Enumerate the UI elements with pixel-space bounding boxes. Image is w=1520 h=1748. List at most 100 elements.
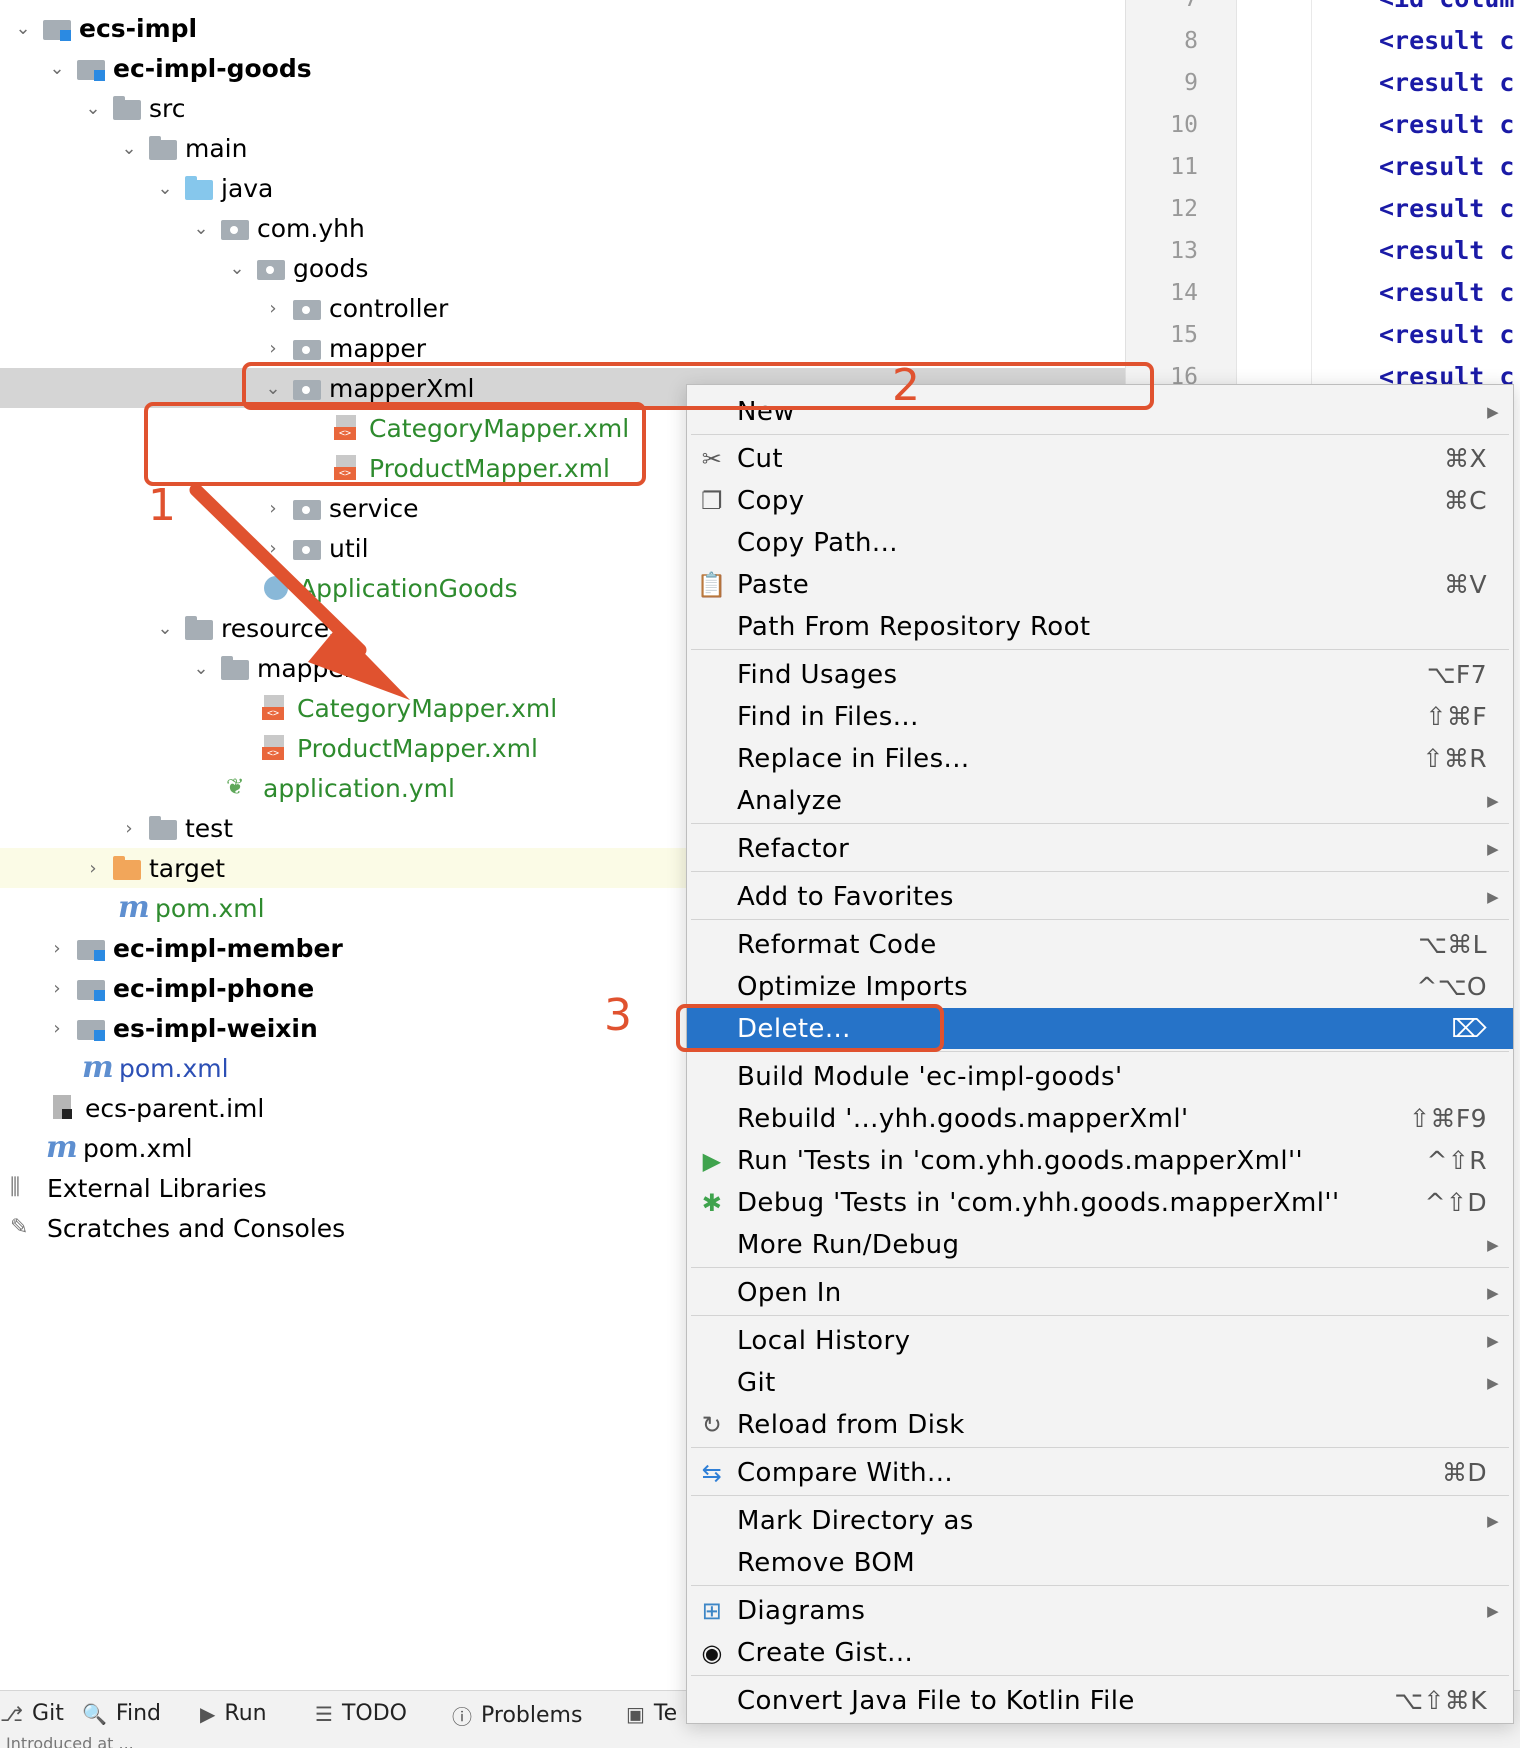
chevron-down-icon[interactable]: ⌄: [121, 137, 137, 159]
chevron-right-icon[interactable]: ›: [125, 817, 133, 839]
chevron-down-icon[interactable]: ⌄: [157, 617, 173, 639]
menu-item-open-in[interactable]: Open In ▶: [737, 1277, 1499, 1308]
copy-icon: ❐: [701, 486, 723, 515]
tool-tab-problems[interactable]: ⓘ Problems: [452, 1701, 582, 1730]
tree-node-application-yml[interactable]: ❦ application.yml: [226, 768, 455, 808]
tree-node-controller[interactable]: › controller: [260, 288, 448, 328]
menu-item-path-from-repo-root[interactable]: Path From Repository Root: [737, 611, 1091, 642]
menu-item-build-module[interactable]: Build Module 'ec-impl-goods': [737, 1061, 1123, 1092]
menu-item-convert-to-kotlin[interactable]: Convert Java File to Kotlin File ⌥⇧⌘K: [737, 1685, 1487, 1716]
code-line: <result c: [1379, 236, 1515, 265]
tree-node-ec-impl-phone[interactable]: › ec-impl-phone: [44, 968, 314, 1008]
chevron-down-icon[interactable]: ⌄: [15, 17, 31, 39]
chevron-right-icon[interactable]: ›: [269, 537, 277, 559]
tree-node-res-categorymapper-xml[interactable]: CategoryMapper.xml: [260, 688, 557, 728]
menu-item-replace-in-files[interactable]: Replace in Files... ⇧⌘R: [737, 743, 1487, 774]
tree-node-root-pom-xml[interactable]: m pom.xml: [46, 1128, 193, 1168]
menu-item-more-run-debug[interactable]: More Run/Debug ▶: [737, 1229, 1499, 1260]
chevron-right-icon[interactable]: ›: [89, 857, 97, 879]
menu-item-local-history[interactable]: Local History ▶: [737, 1325, 1499, 1356]
menu-item-cut[interactable]: ✂ Cut ⌘X: [687, 438, 1513, 479]
chevron-right-icon[interactable]: ›: [53, 937, 61, 959]
folder-icon: [112, 95, 142, 121]
menu-item-new[interactable]: New ▶: [737, 396, 1499, 427]
tree-node-scratches[interactable]: ✎ Scratches and Consoles: [10, 1208, 345, 1248]
tree-node-label: application.yml: [263, 773, 455, 803]
folder-icon: [220, 655, 250, 681]
tool-tab-terminal[interactable]: ▣ Te: [626, 1701, 677, 1726]
chevron-down-icon[interactable]: ⌄: [85, 97, 101, 119]
debug-bug-icon: ✱: [701, 1188, 723, 1217]
package-icon: [292, 535, 322, 561]
tree-node-ec-impl-goods[interactable]: ⌄ ec-impl-goods: [44, 48, 311, 88]
menu-item-git[interactable]: Git ▶: [737, 1367, 1499, 1398]
menu-item-optimize-imports[interactable]: Optimize Imports ^⌥O: [737, 971, 1487, 1002]
package-icon: [256, 255, 286, 281]
tree-node-com-yhh[interactable]: ⌄ com.yhh: [188, 208, 364, 248]
menu-item-copy-path[interactable]: Copy Path...: [737, 527, 898, 558]
tree-node-productmapper-xml[interactable]: ProductMapper.xml: [332, 448, 610, 488]
menu-item-debug-tests[interactable]: ✱ Debug 'Tests in 'com.yhh.goods.mapperX…: [687, 1182, 1513, 1223]
chevron-down-icon[interactable]: ⌄: [193, 217, 209, 239]
diagram-icon: ⊞: [701, 1596, 723, 1625]
tree-node-goods-pom-xml[interactable]: m pom.xml: [118, 888, 265, 928]
chevron-right-icon[interactable]: ›: [53, 1017, 61, 1039]
tree-node-res-productmapper-xml[interactable]: ProductMapper.xml: [260, 728, 538, 768]
menu-item-refactor[interactable]: Refactor ▶: [737, 833, 1499, 864]
tree-node-ecs-parent-iml[interactable]: ecs-parent.iml: [48, 1088, 264, 1128]
tree-node-categorymapper-xml[interactable]: CategoryMapper.xml: [332, 408, 629, 448]
arrow-shaft: [189, 483, 367, 657]
tree-node-es-impl-weixin[interactable]: › es-impl-weixin: [44, 1008, 317, 1048]
chevron-right-icon[interactable]: ›: [53, 977, 61, 999]
tree-node-service[interactable]: › service: [260, 488, 418, 528]
menu-item-create-gist[interactable]: ◉ Create Gist...: [687, 1632, 1513, 1673]
chevron-down-icon[interactable]: ⌄: [157, 177, 173, 199]
chevron-down-icon[interactable]: ⌄: [265, 377, 281, 399]
chevron-right-icon[interactable]: ›: [269, 497, 277, 519]
tree-node-mapper[interactable]: › mapper: [260, 328, 426, 368]
tree-node-util[interactable]: › util: [260, 528, 368, 568]
menu-item-run-tests[interactable]: ▶ Run 'Tests in 'com.yhh.goods.mapperXml…: [687, 1140, 1513, 1181]
tree-node-label: controller: [329, 293, 449, 323]
menu-item-compare-with[interactable]: ⇆ Compare With... ⌘D: [687, 1452, 1513, 1493]
menu-item-find-in-files[interactable]: Find in Files... ⇧⌘F: [737, 701, 1487, 732]
menu-item-delete[interactable]: Delete... ⌦: [687, 1008, 1513, 1049]
chevron-down-icon[interactable]: ⌄: [193, 657, 209, 679]
menu-item-reformat-code[interactable]: Reformat Code ⌥⌘L: [737, 929, 1487, 960]
menu-item-copy[interactable]: ❐ Copy ⌘C: [687, 480, 1513, 521]
tree-node-target[interactable]: › target: [80, 848, 225, 888]
menu-item-diagrams[interactable]: ⊞ Diagrams ▶: [687, 1590, 1513, 1631]
chevron-right-icon[interactable]: ›: [269, 297, 277, 319]
tool-tab-find[interactable]: 🔍 Find: [82, 1701, 161, 1726]
tree-node-test[interactable]: › test: [116, 808, 233, 848]
chevron-down-icon[interactable]: ⌄: [49, 57, 65, 79]
menu-item-add-to-favorites[interactable]: Add to Favorites ▶: [737, 881, 1499, 912]
tool-tab-run[interactable]: ▶ Run: [200, 1701, 267, 1726]
menu-item-analyze[interactable]: Analyze ▶: [737, 785, 1499, 816]
tree-node-ec-impl-member[interactable]: › ec-impl-member: [44, 928, 342, 968]
tree-node-impl-pom-xml[interactable]: m pom.xml: [82, 1048, 229, 1088]
tree-node-main[interactable]: ⌄ main: [116, 128, 247, 168]
tree-node-src[interactable]: ⌄ src: [80, 88, 185, 128]
chevron-right-icon[interactable]: ›: [269, 337, 277, 359]
chevron-down-icon[interactable]: ⌄: [229, 257, 245, 279]
tree-node-label: ecs-impl: [79, 13, 198, 43]
tree-node-label: ecs-parent.iml: [85, 1093, 265, 1123]
menu-item-reload-from-disk[interactable]: ↻ Reload from Disk: [687, 1404, 1513, 1445]
menu-item-rebuild[interactable]: Rebuild '...yhh.goods.mapperXml' ⇧⌘F9: [737, 1103, 1487, 1134]
tree-node-label: pom.xml: [83, 1133, 193, 1163]
code-line: <result c: [1379, 110, 1515, 139]
tree-node-mapperxml[interactable]: ⌄ mapperXml: [260, 368, 474, 408]
tree-node-external-libraries[interactable]: ⫼ External Libraries: [10, 1168, 267, 1208]
tree-node-applicationgoods[interactable]: ApplicationGoods: [262, 568, 518, 608]
menu-item-mark-directory-as[interactable]: Mark Directory as ▶: [737, 1505, 1499, 1536]
tool-tab-todo[interactable]: ☰ TODO: [315, 1701, 407, 1726]
tree-node-goods[interactable]: ⌄ goods: [224, 248, 368, 288]
menu-separator: [691, 434, 1509, 435]
menu-item-paste[interactable]: 📋 Paste ⌘V: [696, 569, 1487, 600]
tool-tab-git[interactable]: ⎇ Git: [0, 1701, 64, 1726]
menu-item-find-usages[interactable]: Find Usages ⌥F7: [737, 659, 1487, 690]
tree-node-ecs-impl[interactable]: ⌄ ecs-impl: [10, 8, 197, 48]
menu-item-remove-bom[interactable]: Remove BOM: [737, 1547, 916, 1578]
tree-node-java[interactable]: ⌄ java: [152, 168, 273, 208]
